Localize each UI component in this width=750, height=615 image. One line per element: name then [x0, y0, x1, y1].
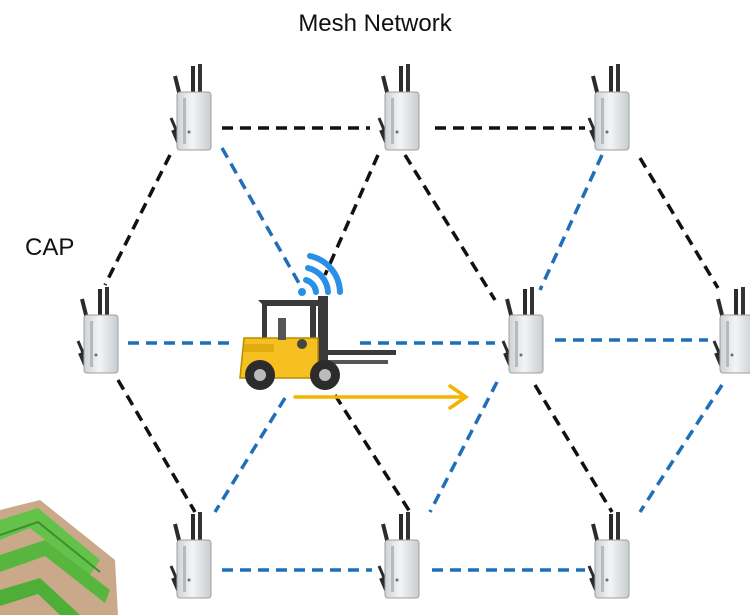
blue-links — [128, 147, 724, 572]
black-links — [103, 126, 720, 513]
mesh-node-icon — [169, 510, 213, 600]
link-forklift-n7 — [213, 397, 287, 513]
forklift-icon — [239, 296, 396, 390]
link-n5-n9 — [533, 384, 614, 513]
link-n2-n5 — [403, 154, 497, 301]
link-n6-n9 — [638, 384, 724, 513]
link-n3-n5 — [538, 154, 604, 291]
link-n3-n6 — [638, 157, 720, 289]
link-n2-forklift — [323, 154, 380, 276]
crop-field-icon — [0, 500, 118, 615]
mesh-node-icon — [712, 285, 750, 375]
link-n1-cap — [103, 154, 172, 286]
mesh-node-icon — [587, 510, 631, 600]
mesh-node-icon — [587, 62, 631, 152]
mesh-node-icon — [377, 62, 421, 152]
link-forklift-n8 — [333, 394, 412, 513]
mesh-node-icon — [377, 510, 421, 600]
cap-label: CAP — [25, 234, 75, 261]
movement-arrow — [293, 384, 470, 410]
mesh-node-icon — [169, 62, 213, 152]
cap-node-icon — [76, 285, 120, 375]
diagram-title: Mesh Network — [298, 10, 452, 37]
link-n1-forklift — [220, 147, 302, 286]
link-n5-n8 — [428, 381, 499, 513]
mesh-node-icon — [501, 285, 545, 375]
wifi-signal-icon — [298, 253, 343, 296]
link-cap-n7 — [116, 379, 197, 513]
